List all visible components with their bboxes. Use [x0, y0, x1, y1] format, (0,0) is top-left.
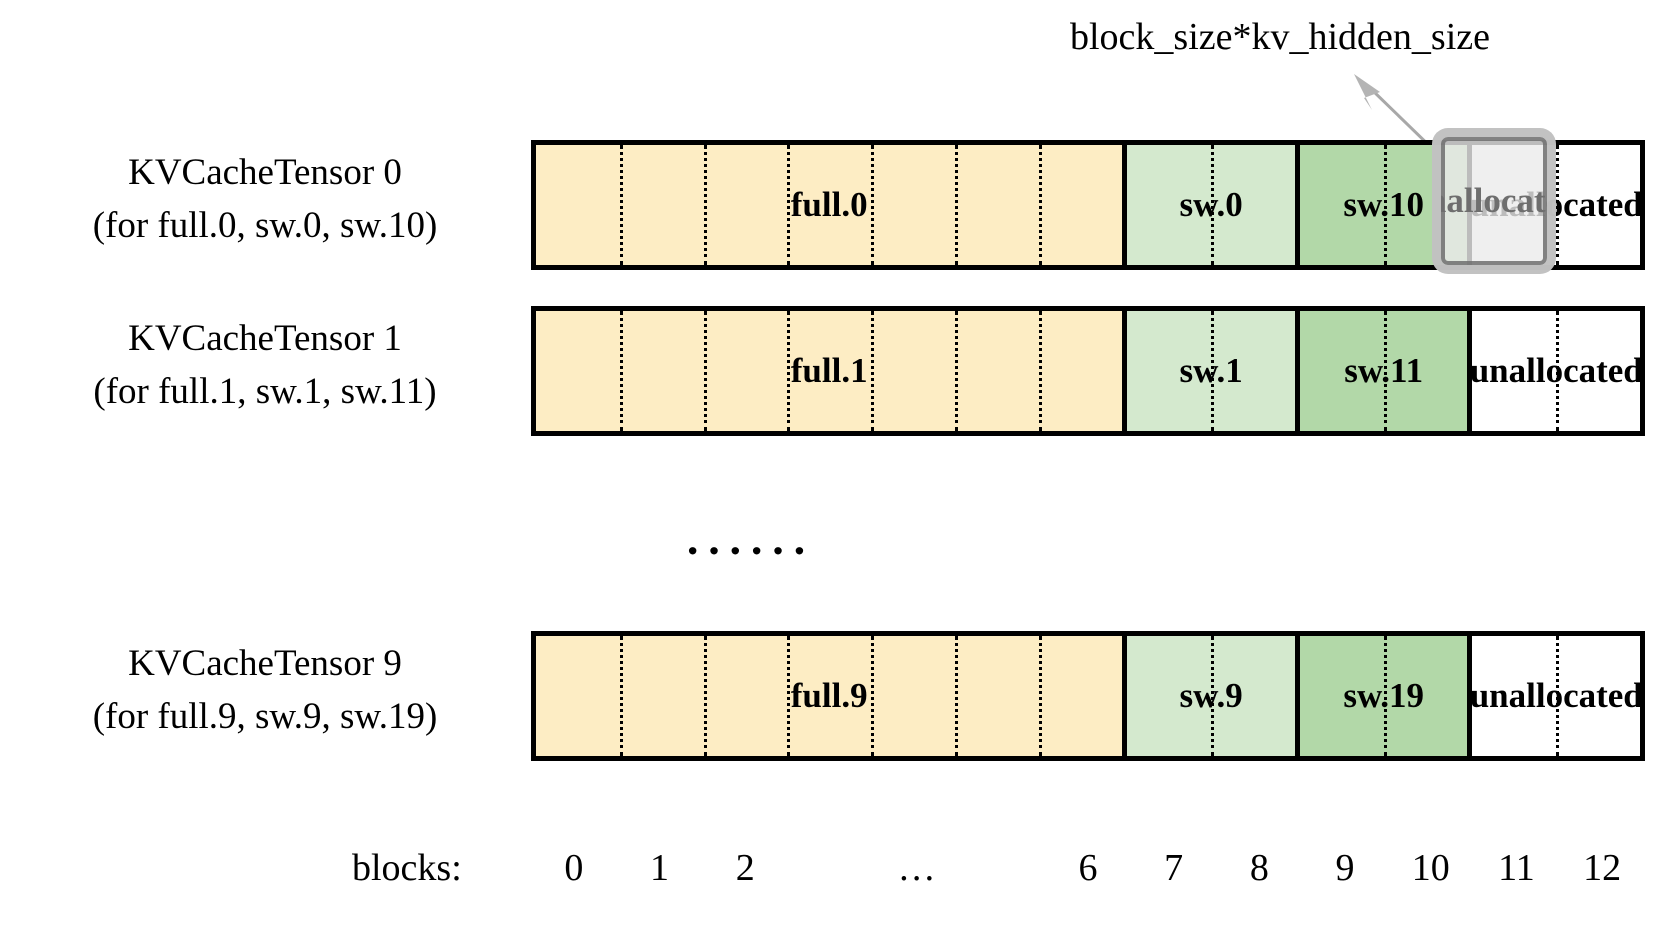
segment-label: unallocated [1469, 676, 1640, 715]
segment-unallocated[interactable]: unallocated [1467, 311, 1640, 431]
tensor-row: KVCacheTensor 1 (for full.1, sw.1, sw.11… [0, 300, 1676, 438]
segment-label: sw.9 [1179, 676, 1243, 715]
rows-ellipsis: ······ [685, 525, 814, 576]
blocks-axis-tick: 12 [1583, 847, 1622, 889]
segment-sliding-window-light[interactable]: sw.1 [1122, 311, 1295, 431]
tensor-row-title: KVCacheTensor 0 [128, 152, 402, 193]
segment-full[interactable]: full.1 [536, 311, 1123, 431]
tensor-row-subtitle: (for full.9, sw.9, sw.19) [92, 696, 438, 737]
segment-full[interactable]: full.9 [536, 636, 1123, 756]
segment-sliding-window-dark[interactable]: sw.19 [1294, 636, 1468, 756]
segment-sliding-window-dark[interactable]: sw.11 [1294, 311, 1468, 431]
tensor-row-title: KVCacheTensor 1 [128, 318, 402, 359]
tensor-row-subtitle: (for full.0, sw.0, sw.10) [92, 205, 438, 246]
tensor-row-label: KVCacheTensor 1 (for full.1, sw.1, sw.11… [20, 312, 510, 418]
segment-label: sw.19 [1343, 676, 1425, 715]
segment-label: unallocated [1469, 351, 1640, 390]
segment-label: sw.11 [1344, 351, 1424, 390]
segment-label: full.1 [790, 351, 868, 390]
tensor-row: KVCacheTensor 0 (for full.0, sw.0, sw.10… [0, 134, 1676, 272]
annotation-caption: block_size*kv_hidden_size [1069, 16, 1490, 58]
blocks-axis-tick: 6 [1078, 847, 1098, 889]
segment-label: full.0 [790, 185, 868, 224]
segment-sliding-window-light[interactable]: sw.0 [1122, 145, 1295, 265]
segment-label: sw.0 [1179, 185, 1243, 224]
tensor-bar: full.9 sw.9 sw.19 unallocated [531, 631, 1645, 761]
blocks-axis-tick: 9 [1335, 847, 1355, 889]
segment-full[interactable]: full.0 [536, 145, 1123, 265]
blocks-axis-tick: 10 [1411, 847, 1450, 889]
segment-label: sw.1 [1179, 351, 1243, 390]
blocks-axis-tick: 7 [1164, 847, 1184, 889]
blocks-axis-tick: 1 [650, 847, 670, 889]
blocks-axis-tick: 2 [735, 847, 755, 889]
blocks-axis-tick: … [897, 847, 936, 889]
segment-unallocated[interactable]: unallocated [1467, 636, 1640, 756]
tensor-row-title: KVCacheTensor 9 [128, 643, 402, 684]
blocks-axis-tick: 0 [564, 847, 584, 889]
segment-label: full.9 [790, 676, 868, 715]
blocks-axis-label: blocks: [352, 847, 462, 889]
segment-sliding-window-light[interactable]: sw.9 [1122, 636, 1295, 756]
highlighted-block-callout[interactable]: unallocated [1432, 128, 1556, 274]
blocks-axis-tick: 11 [1498, 847, 1535, 889]
segment-label: sw.10 [1343, 185, 1425, 224]
tensor-row-label: KVCacheTensor 0 (for full.0, sw.0, sw.10… [20, 146, 510, 252]
tensor-bar: full.1 sw.1 sw.11 unallocated [531, 306, 1645, 436]
tensor-row: KVCacheTensor 9 (for full.9, sw.9, sw.19… [0, 625, 1676, 763]
tensor-row-label: KVCacheTensor 9 (for full.9, sw.9, sw.19… [20, 637, 510, 743]
blocks-axis-tick: 8 [1249, 847, 1269, 889]
tensor-row-subtitle: (for full.1, sw.1, sw.11) [93, 371, 437, 412]
